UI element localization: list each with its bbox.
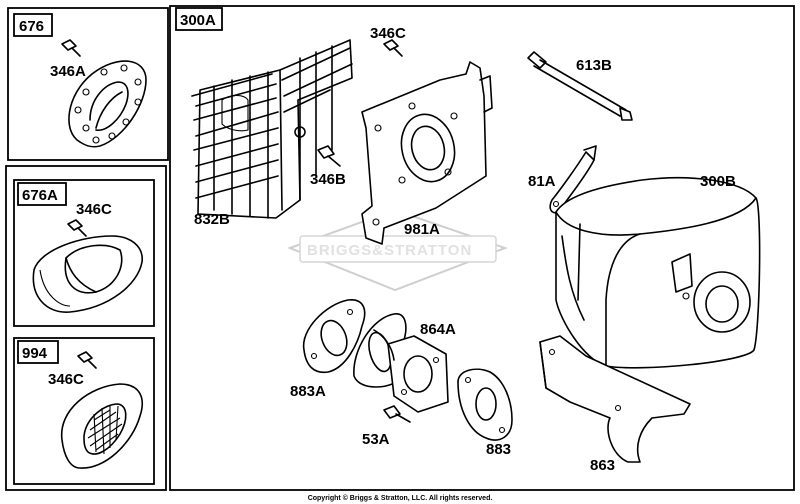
box-label-676a: 676A xyxy=(22,187,58,204)
box-label-300a: 300A xyxy=(180,12,216,29)
frame-676 xyxy=(7,7,169,161)
box-label-676: 676 xyxy=(19,18,44,35)
label-863: 863 xyxy=(590,457,615,474)
label-613b: 613B xyxy=(576,57,612,74)
label-81a: 81A xyxy=(528,173,556,190)
box-label-994: 994 xyxy=(22,345,48,362)
part-346b-screw xyxy=(317,145,341,167)
part-81a-clip xyxy=(549,145,597,214)
part-346c-spark-arrestor xyxy=(60,383,144,469)
part-346c-screw xyxy=(383,39,403,57)
part-863-bracket xyxy=(539,335,691,463)
label-981a: 981A xyxy=(404,221,440,238)
label-53a: 53A xyxy=(362,431,390,448)
copyright-notice: Copyright © Briggs & Stratton, LLC. All … xyxy=(307,495,493,502)
screw-icon xyxy=(77,351,97,369)
part-981a-bracket xyxy=(361,61,493,245)
part-53a-screw xyxy=(383,405,411,423)
part-300b-muffler xyxy=(555,176,761,369)
brand-watermark-logo: BRIGGS&STRATTON xyxy=(287,208,508,292)
label-346c-top: 346C xyxy=(370,25,406,42)
label-300b: 300B xyxy=(700,173,736,190)
label-346c-676a: 346C xyxy=(76,201,112,218)
part-613b-rod xyxy=(527,51,633,121)
frame-left-group xyxy=(5,165,167,491)
part-832b-wire-guard xyxy=(191,39,353,219)
label-883: 883 xyxy=(486,441,511,458)
label-832b: 832B xyxy=(194,211,230,228)
label-346c-994: 346C xyxy=(48,371,84,388)
frame-300a xyxy=(169,5,795,491)
part-883-gasket xyxy=(457,368,513,441)
label-346a: 346A xyxy=(50,63,86,80)
label-346b: 346B xyxy=(310,171,346,188)
part-346a-flange xyxy=(68,60,147,148)
screw-icon xyxy=(61,39,81,57)
part-883a-gasket xyxy=(302,299,366,374)
label-883a: 883A xyxy=(290,383,326,400)
watermark-text: BRIGGS&STRATTON xyxy=(307,242,472,259)
screw-icon xyxy=(67,219,87,237)
frame-676a xyxy=(13,179,155,327)
label-864a: 864A xyxy=(420,321,456,338)
part-346c-shield xyxy=(32,235,143,313)
frame-994 xyxy=(13,337,155,485)
part-864a-adapter xyxy=(353,313,449,413)
